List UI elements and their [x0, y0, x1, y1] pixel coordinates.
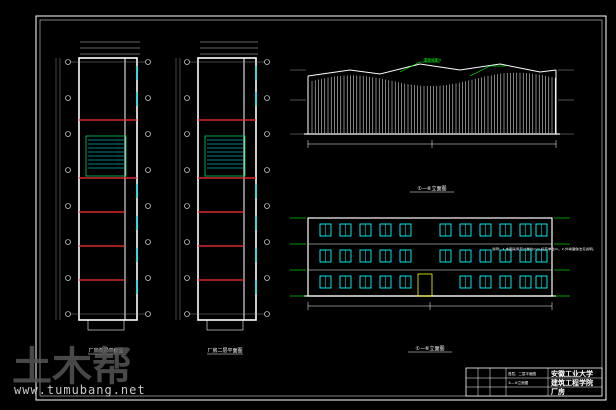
- elevation-front: ①—⑥立面图: [290, 217, 570, 353]
- elev1-title: ①—⑥立面图: [418, 185, 447, 192]
- plan2-axis-lines: [175, 58, 265, 320]
- plan1-entrance: [87, 319, 125, 331]
- elev1-bottom-dimensions: [307, 140, 557, 148]
- watermark-logo: 土木帮: [12, 344, 132, 390]
- watermark-url: www.tumubang.net: [14, 383, 146, 397]
- elev2-facade-outline: [307, 217, 553, 297]
- plan-second-floor: 厂房二层平面图: [175, 41, 270, 355]
- elev2-floor-lines: [308, 243, 552, 271]
- sheet-inner-frame: [39, 19, 603, 397]
- plan1-stair-core: [85, 135, 127, 177]
- elev2-windows: [319, 223, 548, 289]
- plan1-cross-walls: [79, 119, 137, 281]
- plan2-outer-wall: [197, 57, 257, 321]
- title-block: 首层、二层平面图 ①—⑥立面图 安徽工业大学 建筑工程学院 厂房: [465, 367, 603, 397]
- plan1-title: 厂房首层平面图: [88, 347, 123, 354]
- title-block-school: 安徽工业大学: [551, 369, 593, 378]
- plan2-entrance: [206, 319, 244, 331]
- plan2-title: 厂房二层平面图: [207, 347, 242, 354]
- plan-ground-floor: 厂房首层平面图: [55, 41, 151, 355]
- elev2-title: ①—⑥立面图: [416, 345, 445, 352]
- plan1-stair-treads: [88, 139, 124, 169]
- elev1-roof-outline: [307, 63, 557, 77]
- plan2-stair-core: [204, 135, 246, 177]
- elev1-level-marks: [290, 69, 574, 135]
- watermark-logo-text: 土木帮: [12, 344, 132, 390]
- elev1-annotations: [399, 61, 506, 77]
- elev1-roof-label: 屋面坡度%: [424, 57, 442, 62]
- sheet-frame: [35, 15, 607, 401]
- elev1-vertical-fins: [311, 72, 556, 133]
- title-block-row2: ①—⑥立面图: [508, 380, 529, 385]
- plan1-axis-lines: [55, 58, 146, 320]
- title-block-college: 建筑工程学院: [551, 378, 593, 387]
- plan2-cross-walls: [198, 119, 256, 281]
- title-block-row1: 首层、二层平面图: [508, 371, 536, 376]
- plan2-stair-treads: [207, 139, 243, 169]
- plan2-top-dimensions: [200, 41, 258, 55]
- elev2-entrance-door: [417, 273, 433, 297]
- elev2-level-marks: [290, 217, 570, 297]
- elev2-bottom-dimensions: [307, 302, 553, 310]
- title-block-project: 厂房: [551, 387, 565, 396]
- drawing-note: 说明：1.本图采用尺寸单位mm,标高单位m。2.外墙面做法见说明。: [492, 246, 596, 251]
- elevation-side: 屋面坡度% ①—⑥立面图: [290, 57, 574, 193]
- plan1-top-dimensions: [80, 41, 140, 55]
- plan1-outer-wall: [78, 57, 138, 321]
